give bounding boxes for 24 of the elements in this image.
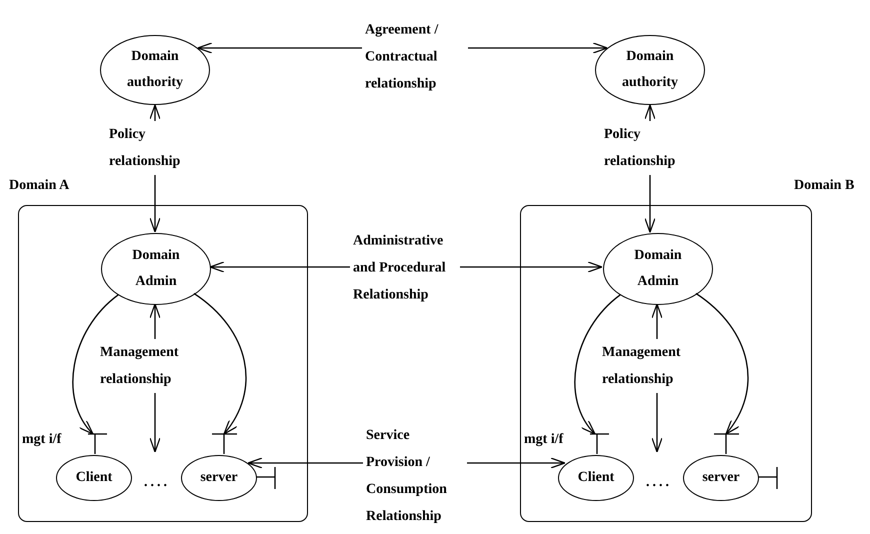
arrow [574, 294, 621, 435]
node-label: Domain Admin [131, 247, 181, 291]
ellipse-node [683, 455, 759, 501]
node-label: Domain authority [126, 48, 184, 92]
node-label: Client [74, 469, 114, 487]
ellipsis-text: .... [639, 453, 679, 491]
node-label: server [701, 469, 741, 487]
ellipse-node [100, 35, 210, 105]
ellipse-node [603, 233, 713, 305]
ellipse-node [595, 35, 705, 105]
node-label: Domain authority [621, 48, 679, 92]
arrow [696, 292, 749, 435]
arrow [72, 294, 119, 435]
ellipse-node [101, 233, 211, 305]
interface-label: mgt i/f [524, 432, 564, 448]
domain-heading: Domain B [794, 178, 854, 194]
arrow [194, 292, 247, 435]
ellipse-node [181, 455, 257, 501]
ellipsis-text: .... [137, 453, 177, 491]
node-label: Domain Admin [633, 247, 683, 291]
node-label: server [199, 469, 239, 487]
domain-heading: Domain A [9, 178, 70, 194]
interface-label: mgt i/f [22, 432, 62, 448]
node-label: Client [576, 469, 616, 487]
